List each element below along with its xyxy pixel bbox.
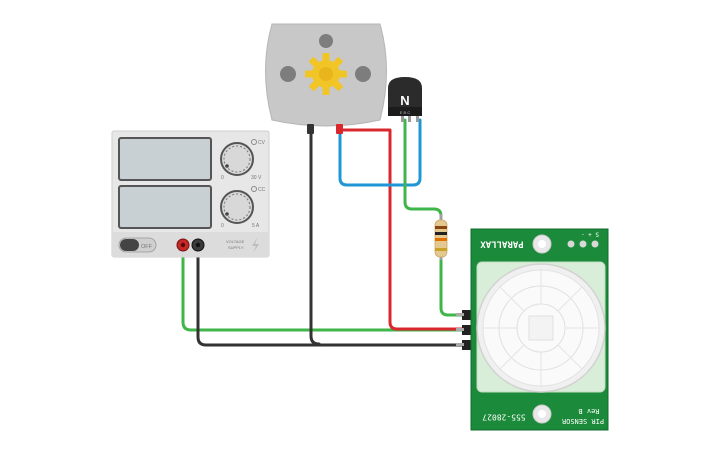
dc-motor[interactable] xyxy=(265,23,387,134)
pir-pin-positive[interactable] xyxy=(462,325,474,335)
npn-transistor[interactable]: N E B C xyxy=(388,77,422,122)
pir-revision-label: Rev B xyxy=(578,407,599,415)
cv-indicator-icon xyxy=(251,139,257,145)
voltage-display xyxy=(118,137,212,181)
motor-mount-hole-top xyxy=(319,34,333,48)
voltage-min-label: 0 xyxy=(221,175,224,181)
cc-label: CC xyxy=(258,187,266,193)
wire-base-to-resistor[interactable] xyxy=(403,118,443,224)
switch-label: OFF xyxy=(141,244,153,250)
gear-icon xyxy=(305,53,347,95)
resistor[interactable] xyxy=(434,214,448,260)
wire-psu-negative-to-pir[interactable] xyxy=(196,244,465,347)
pir-sensor[interactable]: PARALLAX S + - PIR SENSOR Rev B 555-2802… xyxy=(456,228,609,431)
pir-part-number: 555-28027 xyxy=(482,413,526,422)
psu-brand-line2: SUPPLY xyxy=(228,245,244,250)
current-knob[interactable] xyxy=(220,190,254,224)
power-switch[interactable]: OFF xyxy=(118,237,157,253)
motor-mount-hole-right xyxy=(355,66,371,82)
wire-psu-positive-to-pir[interactable] xyxy=(181,244,465,332)
motor-mount-hole-left xyxy=(280,66,296,82)
pir-brand-label: PARALLAX xyxy=(480,239,524,249)
lightning-icon xyxy=(252,238,259,253)
cv-label: CV xyxy=(258,140,266,146)
power-supply[interactable]: 0 30 V 0 5 A CV CC OFF VOLTAGE SUPPLY xyxy=(111,130,270,258)
motor-terminal-black[interactable] xyxy=(307,124,314,134)
voltage-knob[interactable] xyxy=(220,142,254,176)
pir-pin-negative[interactable] xyxy=(462,340,474,350)
current-min-label: 0 xyxy=(221,223,224,229)
pir-fresnel-dome xyxy=(476,263,606,393)
current-display xyxy=(118,185,212,229)
wire-resistor-to-pir[interactable] xyxy=(439,254,465,317)
wire-motor-red[interactable] xyxy=(338,128,465,331)
current-max-label: 5 A xyxy=(252,223,260,229)
motor-terminal-red[interactable] xyxy=(336,124,343,134)
wire-blue[interactable] xyxy=(338,118,422,187)
wire-motor-black[interactable] xyxy=(309,128,321,346)
pir-pin-signal[interactable] xyxy=(462,310,474,320)
transistor-pin-labels: E B C xyxy=(400,110,411,115)
wires xyxy=(181,118,465,347)
pir-title-label: PIR SENSOR xyxy=(561,417,604,425)
psu-brand-line1: VOLTAGE xyxy=(226,239,245,244)
cc-indicator-icon xyxy=(251,186,257,192)
pir-pin-labels: S + - xyxy=(581,231,599,238)
transistor-type-label: N xyxy=(400,93,409,108)
voltage-max-label: 30 V xyxy=(251,175,262,181)
